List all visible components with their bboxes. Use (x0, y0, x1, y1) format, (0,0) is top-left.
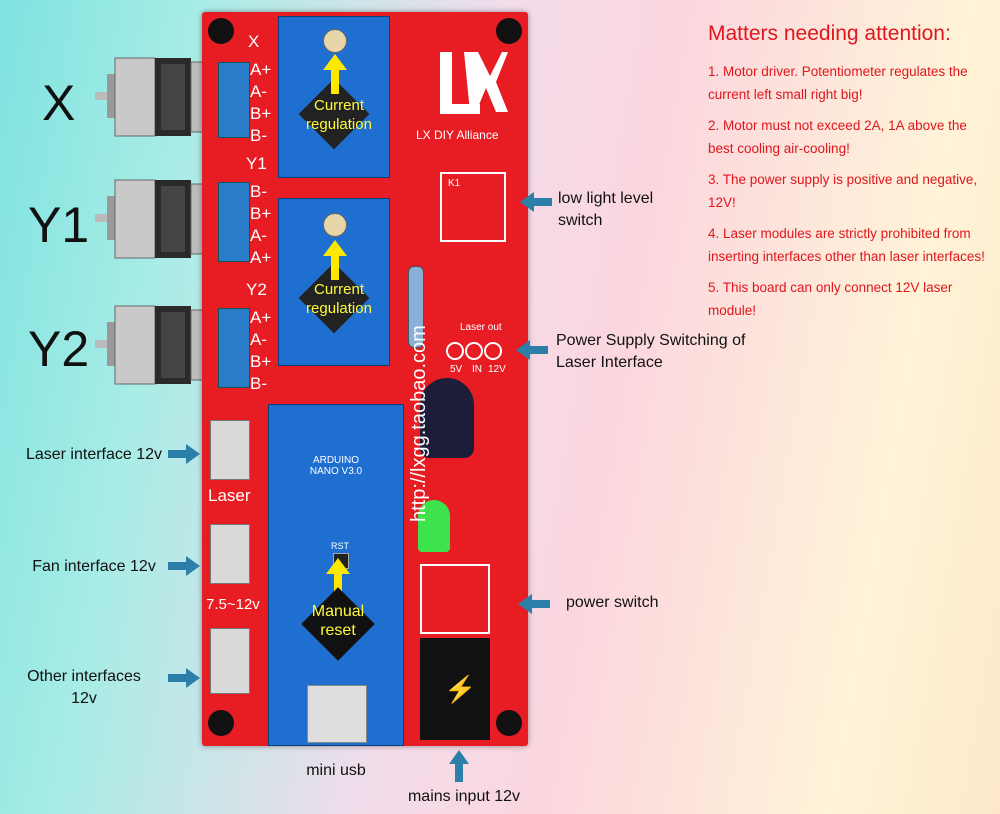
pin-label: B+ (250, 104, 272, 123)
stepper-motor-icon (95, 179, 206, 259)
pin-label: A+ (250, 60, 272, 79)
note-item: 5. This board can only connect 12V laser… (708, 280, 953, 318)
annotation-power-switch: power switch (566, 594, 659, 611)
controller-board: X A+ A- B+ B- Y1 B- B+ A- A+ Y2 A+ A- B+… (202, 12, 528, 746)
dc-power-jack: ⚡ (420, 638, 490, 740)
mount-hole (496, 710, 522, 736)
resistor (408, 266, 424, 348)
annotation-laser-interface: Laser interface 12v (25, 446, 163, 463)
note-item: 4. Laser modules are strictly prohibited… (708, 226, 985, 264)
logo-text: LX DIY Alliance (416, 128, 499, 142)
annotation-fan-interface: Fan interface 12v (32, 558, 156, 575)
arrow-up-icon (323, 240, 347, 256)
motor-y2 (95, 300, 206, 395)
annotation-mains-input: mains input 12v (407, 788, 521, 805)
motor-label-y1: Y1 (28, 197, 90, 253)
arrow-up-icon (323, 54, 347, 70)
arrow-up-icon (449, 750, 469, 782)
arrow-shaft (334, 574, 342, 594)
pin-label: B+ (250, 352, 272, 371)
usb-port[interactable] (307, 685, 367, 743)
pin-label: A+ (250, 308, 272, 327)
motor-y1 (95, 174, 206, 269)
stepper-motor-icon (95, 57, 206, 137)
pin-label: B+ (250, 204, 272, 223)
axis-label-x: X (248, 32, 260, 51)
nano-title: ARDUINO NANO V3.0 (309, 455, 363, 477)
switch-label: K1 (448, 178, 461, 189)
note-item: 1. Motor driver. Potentiometer regulates… (708, 64, 968, 102)
laser-terminal (210, 420, 250, 480)
annotation-other-interfaces: Other interfaces 12v (27, 668, 141, 707)
arrow-left-icon (516, 340, 548, 360)
notes-title: Matters needing attention: (708, 22, 951, 45)
laser-out-label: Laser out (460, 322, 502, 333)
laser-power-header[interactable] (446, 342, 502, 360)
power-led (418, 500, 450, 552)
power-switch[interactable] (420, 564, 490, 634)
mount-hole (208, 18, 234, 44)
arrow-up-icon (326, 558, 350, 574)
callout-current-regulation: Current regulation (306, 97, 372, 133)
axis-label-y2: Y2 (246, 280, 267, 299)
note-item: 3. The power supply is positive and nega… (708, 172, 978, 210)
url-text: http://lxgg.taobao.com (408, 325, 430, 522)
motor-label-x: X (42, 75, 76, 131)
reset-label: RST (331, 541, 349, 551)
pin-label: A+ (250, 248, 272, 267)
annotation-power-supply-switching: Power Supply Switching of Laser Interfac… (556, 332, 746, 371)
pin-label: B- (250, 182, 267, 201)
annotation-low-light-switch: low light level switch (558, 190, 654, 229)
pin-label: B- (250, 126, 267, 145)
motor-terminal-x (218, 62, 250, 138)
notes-panel: Matters needing attention: 1. Motor driv… (708, 22, 993, 330)
callout-current-regulation: Current regulation (306, 281, 372, 317)
laser-pin-label: 12V (488, 364, 506, 375)
laser-pin-label: 5V (450, 364, 463, 375)
arrow-left-icon (520, 192, 552, 212)
stepper-driver-2 (278, 198, 390, 366)
note-item: 2. Motor must not exceed 2A, 1A above th… (708, 118, 967, 156)
laser-pin-label: IN (472, 364, 482, 375)
arduino-nano: ARDUINO NANO V3.0 RST (268, 404, 404, 746)
mount-hole (208, 710, 234, 736)
arrow-right-icon (168, 668, 200, 688)
stepper-driver-1 (278, 16, 390, 178)
pin-label: A- (250, 330, 267, 349)
potentiometer-icon[interactable] (323, 29, 347, 53)
arrow-shaft (331, 70, 339, 94)
capacitor (420, 378, 474, 458)
voltage-label: 7.5~12v (206, 596, 260, 613)
lightning-icon: ⚡ (444, 674, 477, 704)
motor-terminal-y2 (218, 308, 250, 388)
axis-label-y1: Y1 (246, 154, 267, 173)
annotation-mini-usb: mini usb (306, 762, 366, 779)
pin-label: A- (250, 82, 267, 101)
callout-manual-reset: Manual reset (311, 603, 365, 639)
fan-terminal (210, 524, 250, 584)
laser-terminal-label: Laser (208, 486, 251, 505)
lx-logo-icon (440, 52, 508, 114)
arrow-right-icon (168, 444, 200, 464)
pin-label: A- (250, 226, 267, 245)
motor-terminal-y1 (218, 182, 250, 262)
arrow-shaft (331, 256, 339, 280)
motor-x (95, 52, 206, 147)
mount-hole (496, 18, 522, 44)
stepper-motor-icon (95, 305, 206, 385)
motor-label-y2: Y2 (28, 321, 90, 377)
arrow-right-icon (168, 556, 200, 576)
low-light-switch[interactable] (440, 172, 506, 242)
potentiometer-icon[interactable] (323, 213, 347, 237)
arrow-left-icon (518, 594, 550, 614)
pin-label: B- (250, 374, 267, 393)
other-terminal (210, 628, 250, 694)
